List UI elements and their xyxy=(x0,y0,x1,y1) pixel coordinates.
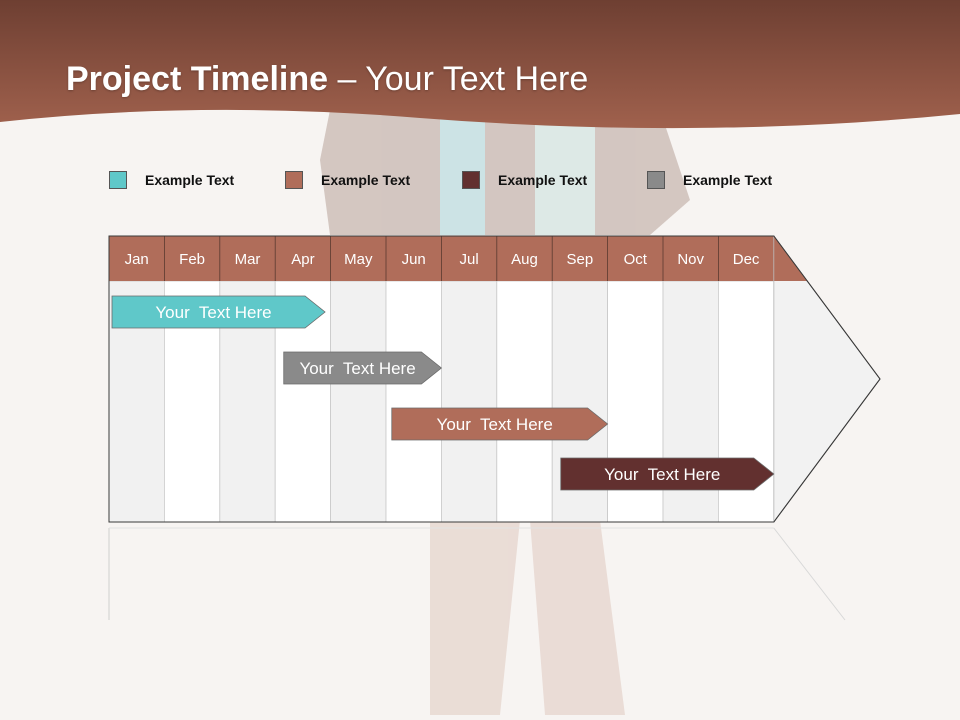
task-arrow xyxy=(111,295,326,329)
task-label: Your Text Here xyxy=(437,415,553,434)
month-label-feb: Feb xyxy=(179,251,205,268)
month-label-may: May xyxy=(344,251,373,268)
legend-swatch xyxy=(647,171,665,189)
month-column xyxy=(496,280,553,523)
month-label-apr: Apr xyxy=(291,251,314,268)
legend-swatch xyxy=(462,171,480,189)
legend-item-rust: Example Text xyxy=(285,170,410,190)
month-label-oct: Oct xyxy=(624,251,648,268)
task-arrow xyxy=(283,351,443,385)
month-label-aug: Aug xyxy=(511,251,538,268)
timeline-arrow-outline xyxy=(108,235,881,523)
month-label-nov: Nov xyxy=(677,251,704,268)
month-header-strip xyxy=(109,236,808,281)
task-label: Your Text Here xyxy=(155,303,271,322)
task-label: Your Text Here xyxy=(299,359,415,378)
title-bold: Project Timeline xyxy=(66,60,329,98)
task-arrow xyxy=(560,457,775,491)
task-arrow xyxy=(391,407,609,441)
legend-label: Example Text xyxy=(145,172,235,188)
reflection-line xyxy=(773,527,846,621)
month-column xyxy=(385,280,442,523)
month-label-jul: Jul xyxy=(460,251,479,268)
task-label: Your Text Here xyxy=(604,465,720,484)
legend-label: Example Text xyxy=(321,172,411,188)
legend-swatch xyxy=(285,171,303,189)
title-subtitle: – Your Text Here xyxy=(328,60,589,98)
month-label-dec: Dec xyxy=(733,251,760,268)
month-label-mar: Mar xyxy=(235,251,261,268)
header-band xyxy=(0,0,960,129)
legend-item-teal: Example Text xyxy=(109,170,234,190)
legend-label: Example Text xyxy=(683,172,773,188)
legend-label: Example Text xyxy=(498,172,588,188)
month-label-sep: Sep xyxy=(567,251,594,268)
month-label-jan: Jan xyxy=(125,251,149,268)
legend-swatch xyxy=(109,171,127,189)
month-label-jun: Jun xyxy=(402,251,426,268)
month-column xyxy=(330,280,387,523)
month-column xyxy=(440,280,498,523)
slide-title: Project Timeline – Your Text Here xyxy=(66,60,588,99)
legend-item-maroon: Example Text xyxy=(462,170,587,190)
legend-item-gray: Example Text xyxy=(647,170,772,190)
